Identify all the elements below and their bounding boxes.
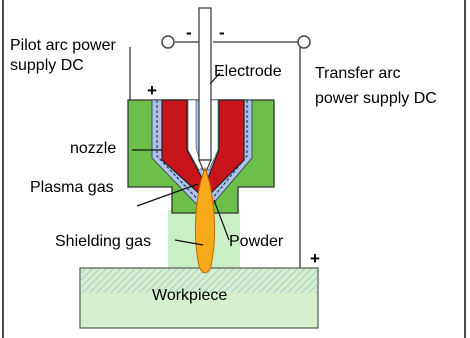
label-pilot-arc-line2: supply DC (10, 57, 84, 74)
transfer-terminal-right (297, 35, 311, 49)
label-plasma-gas: Plasma gas (30, 179, 114, 196)
label-shielding-gas: Shielding gas (55, 233, 151, 250)
label-pilot-arc-line1: Pilot arc power (10, 37, 116, 54)
circuit-wires (129, 41, 301, 270)
plasma-arc-flame (194, 166, 216, 274)
electrode-rod (198, 7, 212, 161)
powder-flow-lines (156, 100, 248, 206)
label-powder: Powder (229, 233, 284, 250)
label-electrode: Electrode (214, 63, 282, 80)
label-nozzle: nozzle (70, 140, 116, 157)
polarity-pilot-minus-left: - (186, 23, 192, 42)
workpiece-deposit-layer (80, 269, 318, 293)
polarity-pilot-plus: + (147, 81, 157, 100)
label-transfer-arc-line1: Transfer arc (315, 65, 401, 82)
label-workpiece: Workpiece (152, 287, 227, 304)
polarity-transfer-plus: + (310, 249, 320, 268)
leader-lines (132, 72, 230, 246)
pilot-terminal-left (161, 35, 175, 49)
label-transfer-arc-line2: power supply DC (315, 90, 437, 107)
polarity-pilot-minus-right: - (219, 23, 225, 42)
